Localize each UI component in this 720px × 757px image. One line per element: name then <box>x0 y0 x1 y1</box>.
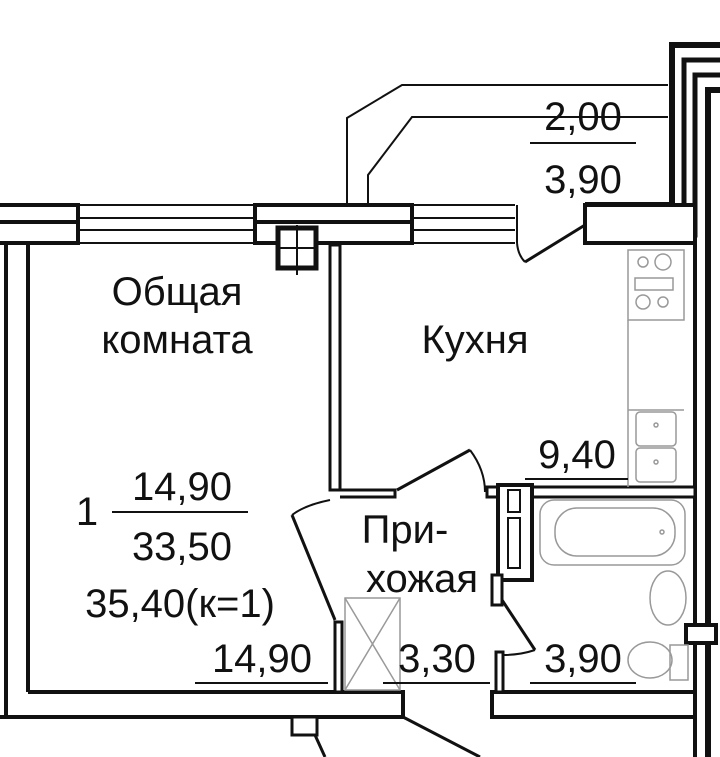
window-kitchen <box>412 204 515 244</box>
living-room-name-2: комната <box>101 318 253 362</box>
hallway-area: 3,30 <box>398 637 476 681</box>
toilet-icon <box>627 641 689 681</box>
living-room-area: 14,90 <box>212 637 312 681</box>
outer-wall-bottom <box>0 690 695 757</box>
bathroom-area: 3,90 <box>544 637 622 681</box>
summary-total-with-balcony: 35,40(к=1) <box>85 582 275 626</box>
partition-living-kitchen <box>328 243 397 499</box>
hallway-name-2: хожая <box>366 557 478 601</box>
wardrobe <box>344 597 401 691</box>
outer-wall-left <box>4 243 30 715</box>
kitchen-area: 9,40 <box>538 433 616 477</box>
door-kitchen <box>396 448 486 493</box>
bathtub-icon <box>539 499 686 566</box>
partition-hall-bath <box>494 650 505 694</box>
balcony-door <box>516 205 586 264</box>
washbasin-icon <box>649 570 687 626</box>
sink-icon <box>635 411 677 483</box>
summary-living-area: 14,90 <box>132 465 232 509</box>
plumbing-shaft <box>490 483 534 607</box>
kitchen-name: Кухня <box>421 318 528 362</box>
wall-kitchen-bath <box>485 485 697 499</box>
room-count: 1 <box>76 490 98 534</box>
living-room-name-1: Общая <box>112 270 243 314</box>
window-living <box>78 204 255 244</box>
summary-total-area: 33,50 <box>132 525 232 569</box>
door-living <box>290 499 337 621</box>
hallway-name-1: При- <box>362 508 449 552</box>
partition-living-hall <box>333 620 344 694</box>
top-wall <box>0 203 697 275</box>
balcony-outline <box>346 84 668 205</box>
door-bathroom <box>500 599 537 656</box>
balcony-area: 2,00 <box>544 95 622 139</box>
stove-icon <box>627 249 685 321</box>
balcony-full-area: 3,90 <box>544 158 622 202</box>
